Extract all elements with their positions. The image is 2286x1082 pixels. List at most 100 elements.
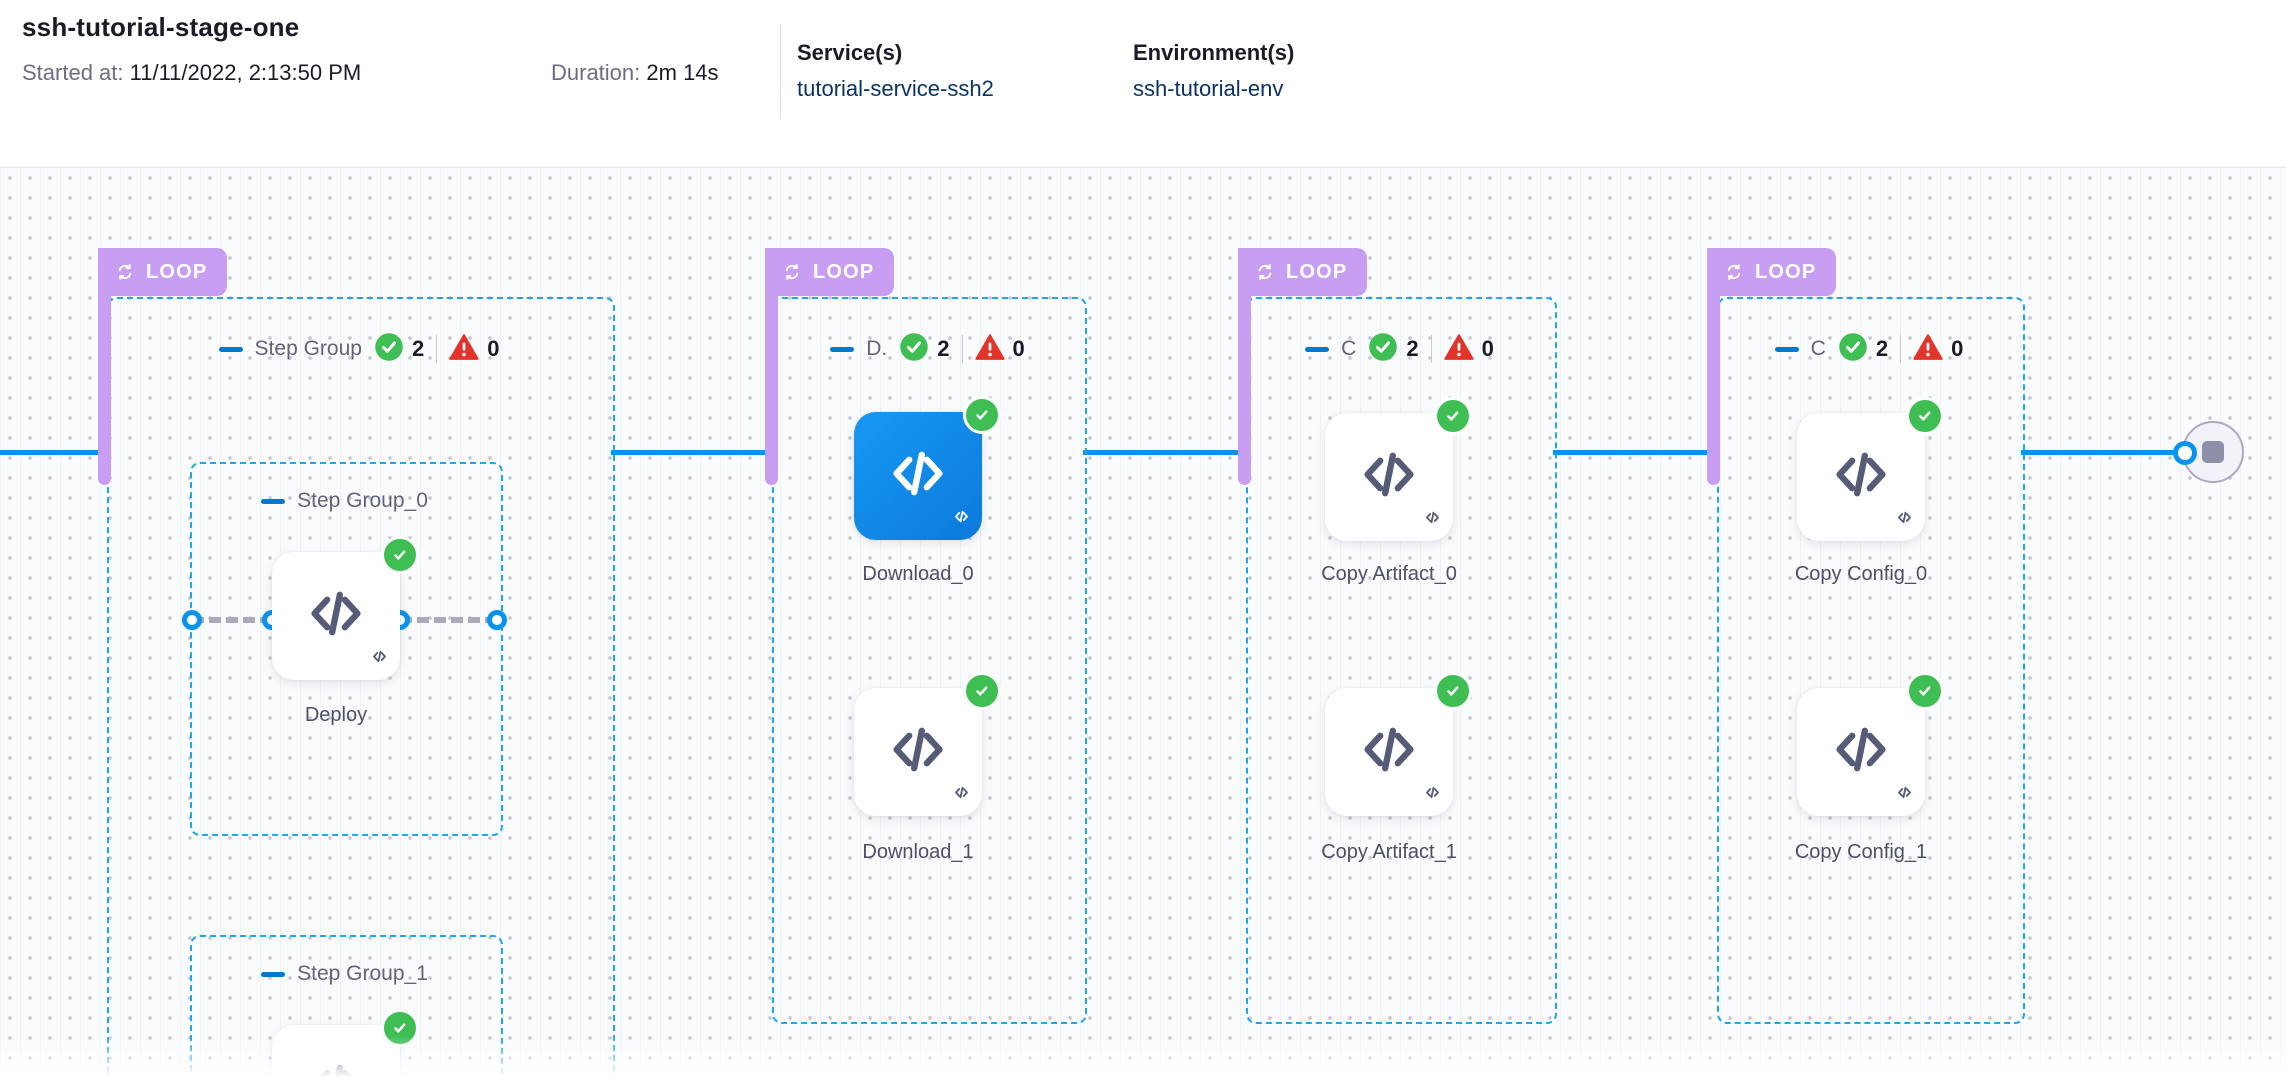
- download-loop-label: D.: [866, 337, 888, 360]
- step-node-label: Copy Artifact_1: [1321, 841, 1457, 863]
- success-badge-icon: [1906, 672, 1944, 710]
- execution-line-segment: [0, 450, 107, 455]
- code-icon: [1828, 717, 1894, 788]
- success-count: 2: [411, 336, 425, 361]
- service-link[interactable]: tutorial-service-ssh2: [797, 76, 994, 101]
- code-icon: [1424, 509, 1441, 531]
- step-group-0-label: Step Group_0: [297, 489, 428, 512]
- copy-artifact-loop-header: C 2 0: [1246, 331, 1553, 367]
- step-node-download-1[interactable]: [854, 672, 1001, 816]
- header-divider: [780, 24, 781, 119]
- status-counts: 2 0: [1838, 332, 1963, 367]
- loop-strip: [765, 248, 778, 485]
- execution-line-segment: [1553, 450, 1717, 455]
- environments-label: Environment(s): [1133, 40, 1295, 65]
- loop-badge: LOOP: [1707, 248, 1837, 296]
- minus-icon[interactable]: [830, 346, 855, 352]
- step-group-1-header: Step Group_1: [190, 956, 499, 992]
- copy-artifact-loop-label: C: [1341, 337, 1357, 360]
- step-node-copy-config-1[interactable]: [1797, 672, 1944, 816]
- code-icon: [1896, 784, 1913, 806]
- loop-badge-label: LOOP: [813, 260, 875, 283]
- step-group-1-container: [190, 935, 503, 1082]
- loop-badge: LOOP: [765, 248, 895, 296]
- success-count: 2: [937, 336, 950, 361]
- environment-link[interactable]: ssh-tutorial-env: [1133, 76, 1284, 101]
- warning-triangle-icon: [974, 333, 1005, 366]
- minus-icon[interactable]: [1305, 346, 1330, 352]
- port-dot: [2173, 441, 2197, 465]
- success-badge-icon: [1906, 397, 1944, 435]
- code-icon: [1356, 717, 1422, 788]
- success-badge-icon: [1434, 672, 1472, 710]
- count-divider: [1430, 335, 1432, 363]
- count-divider: [436, 335, 438, 363]
- warning-triangle-icon: [1913, 333, 1943, 366]
- started-at: Started at: 11/11/2022, 2:13:50 PM: [22, 60, 361, 86]
- loop-badge-label: LOOP: [1286, 260, 1348, 283]
- step-group-header: Step Group 2 0: [107, 331, 611, 367]
- services-label: Service(s): [797, 40, 903, 65]
- copy-artifact-loop-container: [1246, 297, 1557, 1024]
- code-icon: [303, 1054, 369, 1082]
- loop-badge-label: LOOP: [1755, 260, 1817, 283]
- warning-triangle-icon: [1443, 333, 1474, 366]
- copy-config-loop-container: [1717, 297, 2025, 1024]
- step-group-1-label: Step Group_1: [297, 962, 428, 985]
- pipeline-canvas[interactable]: LOOP Step Group 2 0 Step Group_0: [0, 168, 2286, 1082]
- step-node-copy-artifact-0[interactable]: [1325, 397, 1472, 541]
- failed-count: 0: [487, 336, 500, 361]
- success-badge-icon: [381, 1009, 419, 1047]
- code-icon: [1896, 509, 1913, 531]
- step-node-copy-config-0[interactable]: [1797, 397, 1944, 541]
- step-node-partial[interactable]: [272, 1009, 419, 1082]
- code-icon: [1424, 784, 1441, 806]
- loop-strip: [98, 248, 111, 485]
- count-divider: [961, 335, 963, 363]
- success-badge-icon: [963, 396, 1001, 434]
- success-badge-icon: [381, 536, 419, 574]
- loop-strip: [1238, 248, 1251, 485]
- sync-icon: [781, 261, 803, 283]
- check-circle-icon: [1368, 332, 1398, 367]
- minus-icon[interactable]: [261, 498, 286, 504]
- sync-icon: [1254, 261, 1276, 283]
- status-counts: 2 0: [1368, 332, 1494, 367]
- failed-count: 0: [1481, 336, 1494, 361]
- minus-icon[interactable]: [261, 971, 286, 977]
- code-icon: [371, 648, 388, 670]
- success-count: 2: [1875, 336, 1889, 361]
- duration-label: Duration:: [551, 60, 647, 85]
- minus-icon[interactable]: [218, 346, 243, 352]
- step-node-label: Download_0: [862, 563, 974, 585]
- success-badge-icon: [1434, 397, 1472, 435]
- stage-header: ssh-tutorial-stage-one Started at: 11/11…: [0, 0, 2286, 168]
- step-group-container: [107, 297, 615, 1082]
- step-connector: [192, 617, 272, 623]
- step-node-download-0[interactable]: [854, 396, 1001, 540]
- step-node-label: Copy Config_1: [1794, 841, 1928, 863]
- step-node-copy-artifact-1[interactable]: [1325, 672, 1472, 816]
- step-group-0-header: Step Group_0: [190, 483, 499, 519]
- duration-value: 2m 14s: [646, 60, 719, 85]
- stage-title: ssh-tutorial-stage-one: [22, 12, 300, 42]
- download-loop-container: [772, 297, 1087, 1024]
- download-loop-header: D. 2 0: [772, 331, 1083, 367]
- execution-line-segment: [611, 450, 772, 455]
- code-icon: [885, 441, 951, 512]
- step-node-deploy[interactable]: [272, 536, 419, 680]
- step-node-label: Download_1: [862, 841, 974, 863]
- step-group-0-container: [190, 462, 503, 836]
- check-circle-icon: [899, 332, 929, 367]
- execution-line-segment: [2021, 450, 2191, 455]
- port-dot[interactable]: [182, 610, 202, 630]
- loop-badge-label: LOOP: [146, 260, 208, 283]
- minus-icon[interactable]: [1774, 346, 1799, 352]
- success-count: 2: [1406, 336, 1419, 361]
- port-dot[interactable]: [487, 610, 507, 630]
- status-counts: 2 0: [374, 332, 500, 367]
- check-circle-icon: [374, 332, 404, 367]
- step-node-label: Copy Artifact_0: [1321, 563, 1457, 585]
- status-counts: 2 0: [899, 332, 1025, 367]
